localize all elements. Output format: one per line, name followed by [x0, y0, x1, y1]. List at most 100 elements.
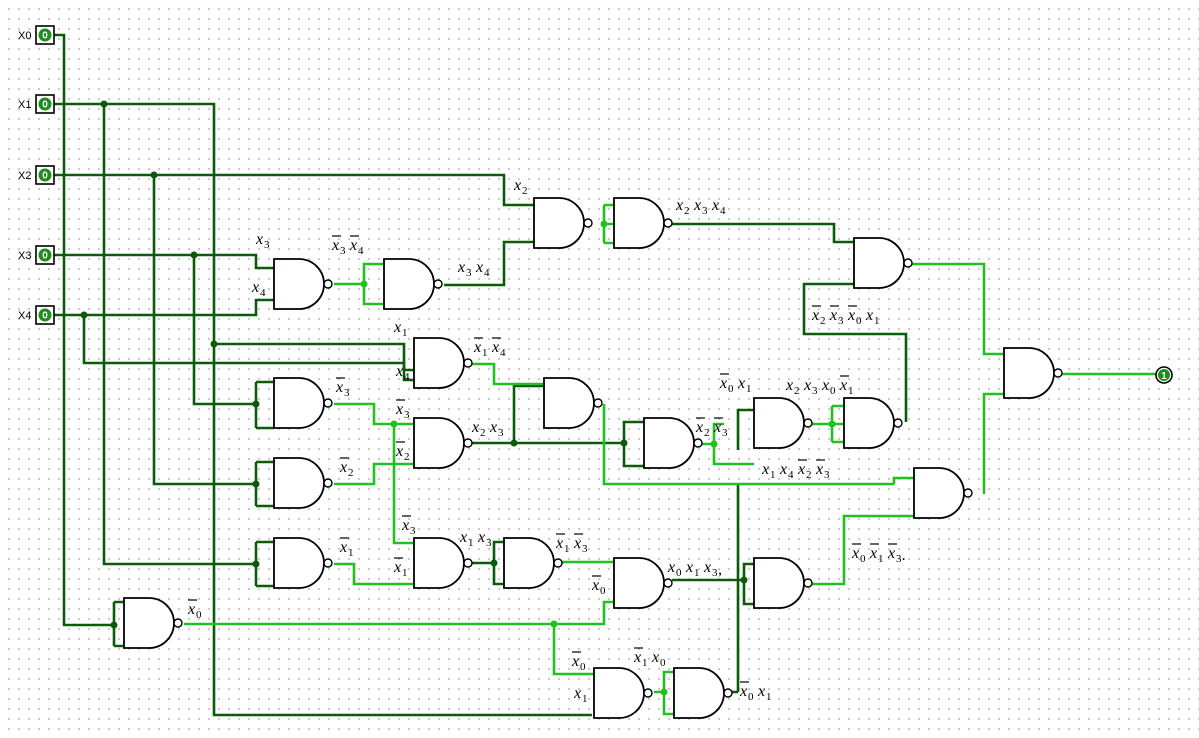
inversion-bubble — [433, 279, 443, 289]
term-variable: x — [651, 649, 659, 666]
nand-nx2nx3nx0x1 — [853, 237, 913, 289]
nand-x2x3x0nx1-a — [753, 397, 813, 449]
nand-nx1nx4 — [413, 337, 473, 389]
term-subscript: 1 — [642, 657, 648, 669]
term-variable: x — [395, 443, 403, 460]
term-variable: x — [633, 649, 641, 666]
nand-body — [413, 537, 465, 589]
term-variable: x — [757, 683, 765, 700]
term-variable: x — [851, 545, 859, 562]
term-variable: x — [571, 653, 579, 670]
term-subscript: 1 — [482, 347, 488, 359]
input-pin-led — [38, 248, 52, 262]
term-variable: x — [821, 377, 829, 394]
term-subscript: 3 — [824, 469, 830, 481]
nand-nx3nx4 — [273, 258, 333, 310]
inversion-bubble — [903, 258, 913, 268]
nand-x0x1x3 — [613, 557, 673, 609]
term-subscript: 4 — [788, 469, 794, 481]
term-variable: x — [847, 307, 855, 324]
term-subscript: 3 — [466, 267, 472, 279]
inversion-bubble — [893, 418, 903, 428]
wires-low — [54, 33, 908, 717]
junction-dots — [80, 100, 836, 696]
term-subscript: 1 — [848, 385, 854, 397]
output-led[interactable]: 1 — [1155, 366, 1173, 384]
term-variable: x — [785, 377, 793, 394]
term-variable: x — [591, 577, 599, 594]
term-subscript: 1 — [694, 567, 700, 579]
nand-body — [413, 337, 465, 389]
nand-x3x4 — [383, 258, 443, 310]
term-variable: x — [335, 379, 343, 396]
nand-body — [383, 258, 435, 310]
term-subscript: 2 — [404, 451, 410, 463]
term-subscript: 1 — [564, 543, 570, 555]
term-subscript: 3 — [896, 553, 902, 565]
term-subscript: 1 — [468, 537, 474, 549]
nand-nx0x1 — [673, 667, 733, 719]
nand-body — [1003, 347, 1055, 399]
nand-nx1x0 — [593, 667, 653, 719]
term-subscript: 3 — [498, 427, 504, 439]
nand-body — [503, 537, 555, 589]
nand-body — [913, 467, 965, 519]
term-variable: x — [667, 559, 675, 576]
term-subscript: 4 — [260, 287, 266, 299]
nand-body — [853, 237, 905, 289]
term-subscript: 1 — [746, 383, 752, 395]
term-subscript: 4 — [500, 347, 506, 359]
term-subscript: 0 — [728, 383, 734, 395]
term-subscript: 2 — [820, 315, 826, 327]
term-subscript: 0 — [830, 385, 836, 397]
term-variable: x — [339, 539, 347, 556]
nand-not-x2 — [273, 457, 333, 509]
term-variable: x — [761, 461, 769, 478]
nand-x1x3 — [413, 537, 473, 589]
nand-not-x3 — [273, 377, 333, 429]
term-variable: x — [573, 685, 581, 702]
input-pin-led — [38, 168, 52, 182]
term-subscript: 2 — [522, 185, 528, 197]
inversion-bubble — [463, 438, 473, 448]
term-trail: , — [718, 561, 722, 578]
term-variable: x — [393, 559, 401, 576]
term-variable: x — [401, 517, 409, 534]
input-pin-value: 0 — [42, 311, 48, 322]
inversion-bubble — [323, 398, 333, 408]
term-variable: x — [737, 375, 745, 392]
input-pin-value: 0 — [42, 251, 48, 262]
inversion-bubble — [463, 558, 473, 568]
nand-gates — [123, 197, 1063, 719]
term-variable: x — [477, 529, 485, 546]
nand-body — [753, 397, 805, 449]
term-variable: x — [869, 545, 877, 562]
term-subscript: 3 — [404, 409, 410, 421]
term-subscript: 3 — [344, 387, 350, 399]
term-variable: x — [491, 339, 499, 356]
term-subscript: 2 — [348, 467, 354, 479]
inversion-bubble — [593, 398, 603, 408]
inversion-bubble — [323, 558, 333, 568]
term-subscript: 0 — [676, 567, 682, 579]
